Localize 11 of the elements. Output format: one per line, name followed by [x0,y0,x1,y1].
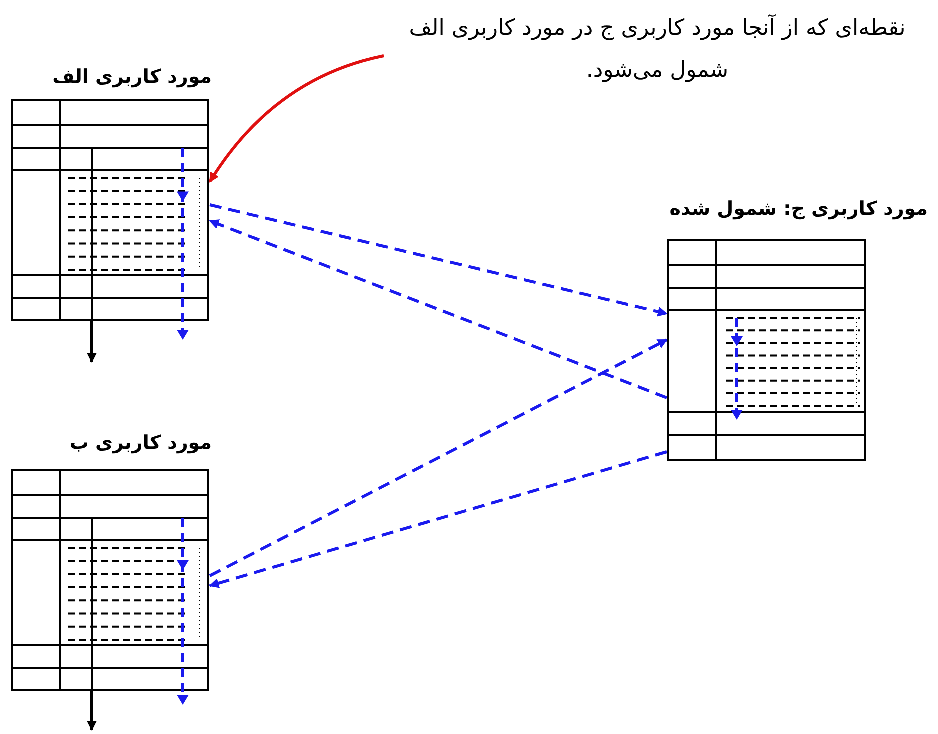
arrow [208,54,384,183]
arrow [209,450,668,588]
arrow [87,320,97,363]
document-title: مورد کاربری ب [70,432,212,454]
arrow [210,204,668,317]
arrow [209,220,668,400]
arrow [87,690,97,731]
document-title: مورد کاربری الف [52,66,212,88]
document-title: مورد کاربری ج: شمول شده [670,198,928,220]
arrow [209,338,668,578]
callout-text: نقطه‌ای که از آنجا مورد کاربری ج در مورد کاربری الف شمول می‌شود. [408,14,907,85]
